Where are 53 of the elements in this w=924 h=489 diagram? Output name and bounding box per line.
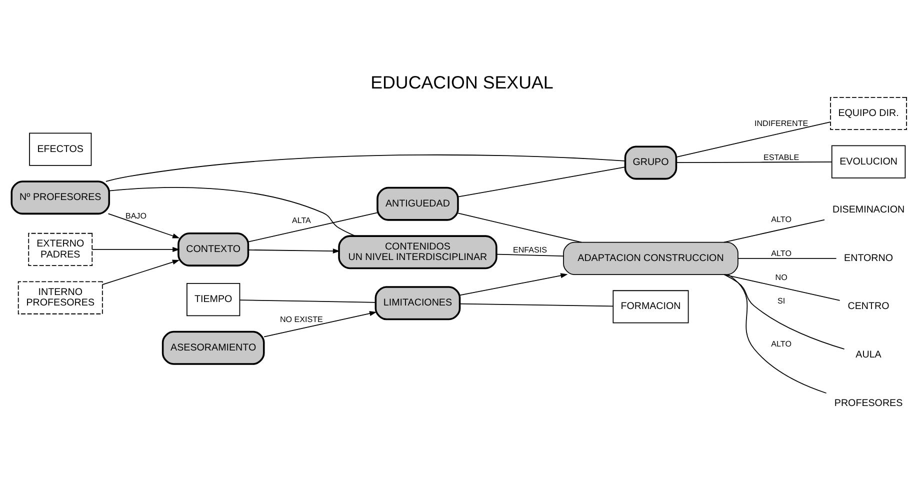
node-box: FORMACION [612,290,689,323]
connector [108,186,356,236]
node-box: EFECTOS [29,132,92,166]
node-box: GRUPO [624,145,678,180]
connector [239,299,376,302]
node-box: CONTEXTO [178,232,250,266]
connector [728,274,827,394]
node-text: PROFESORES [834,397,903,408]
connector [676,121,831,158]
connector [723,218,825,242]
node-box: ASESORAMIENTO [162,330,265,364]
node-text: CENTRO [848,300,890,312]
node-text: DISEMINACION [832,204,905,216]
connector [496,253,564,256]
node-box: TIEMPO [186,282,240,316]
edge-label: ENFASIS [512,244,547,254]
connector [106,154,626,182]
connector [676,161,832,163]
node-box: EXTERNO PADRES [28,232,93,266]
connector [723,274,840,300]
node-box: LIMITACIONES [374,286,461,320]
edge-label: BAJO [125,210,146,220]
arrow [248,248,340,254]
arrow [102,259,180,285]
edge-label: NO EXISTE [280,314,323,324]
edge-label: SI [778,296,786,305]
node-box: CONTENIDOS UN NIVEL INTERDISCIPLINAR [338,234,498,269]
connector [738,257,837,258]
connector [458,166,626,197]
edge-label: ALTO [771,214,792,224]
edge-label: ALTO [771,248,792,258]
node-box: Nº PROFESORES [10,180,110,214]
edge-label: ALTO [771,338,792,348]
node-text: ENTORNO [844,252,894,264]
arrow [264,310,377,337]
node-box: EQUIPO DIR. [830,96,907,130]
connector [458,212,582,242]
node-box: INTERNO PROFESORES [18,280,103,314]
arrow [108,212,180,238]
connector [248,212,378,242]
edge-label: INDIFERENTE [754,118,808,128]
diagram-title: EDUCACION SEXUAL [370,72,554,92]
edge-label: ALTA [292,215,311,224]
node-text: AULA [856,349,882,360]
connector [724,274,845,349]
edge-label: ESTABLE [764,152,800,162]
arrow [92,246,180,252]
node-box: ADAPTACION CONSTRUCCION [563,241,738,274]
node-box: EVOLUCION [831,144,906,178]
arrow [460,272,568,296]
edge-label: NO [775,272,788,282]
connector [460,302,614,306]
node-box: ANTIGUEDAD [376,186,459,220]
